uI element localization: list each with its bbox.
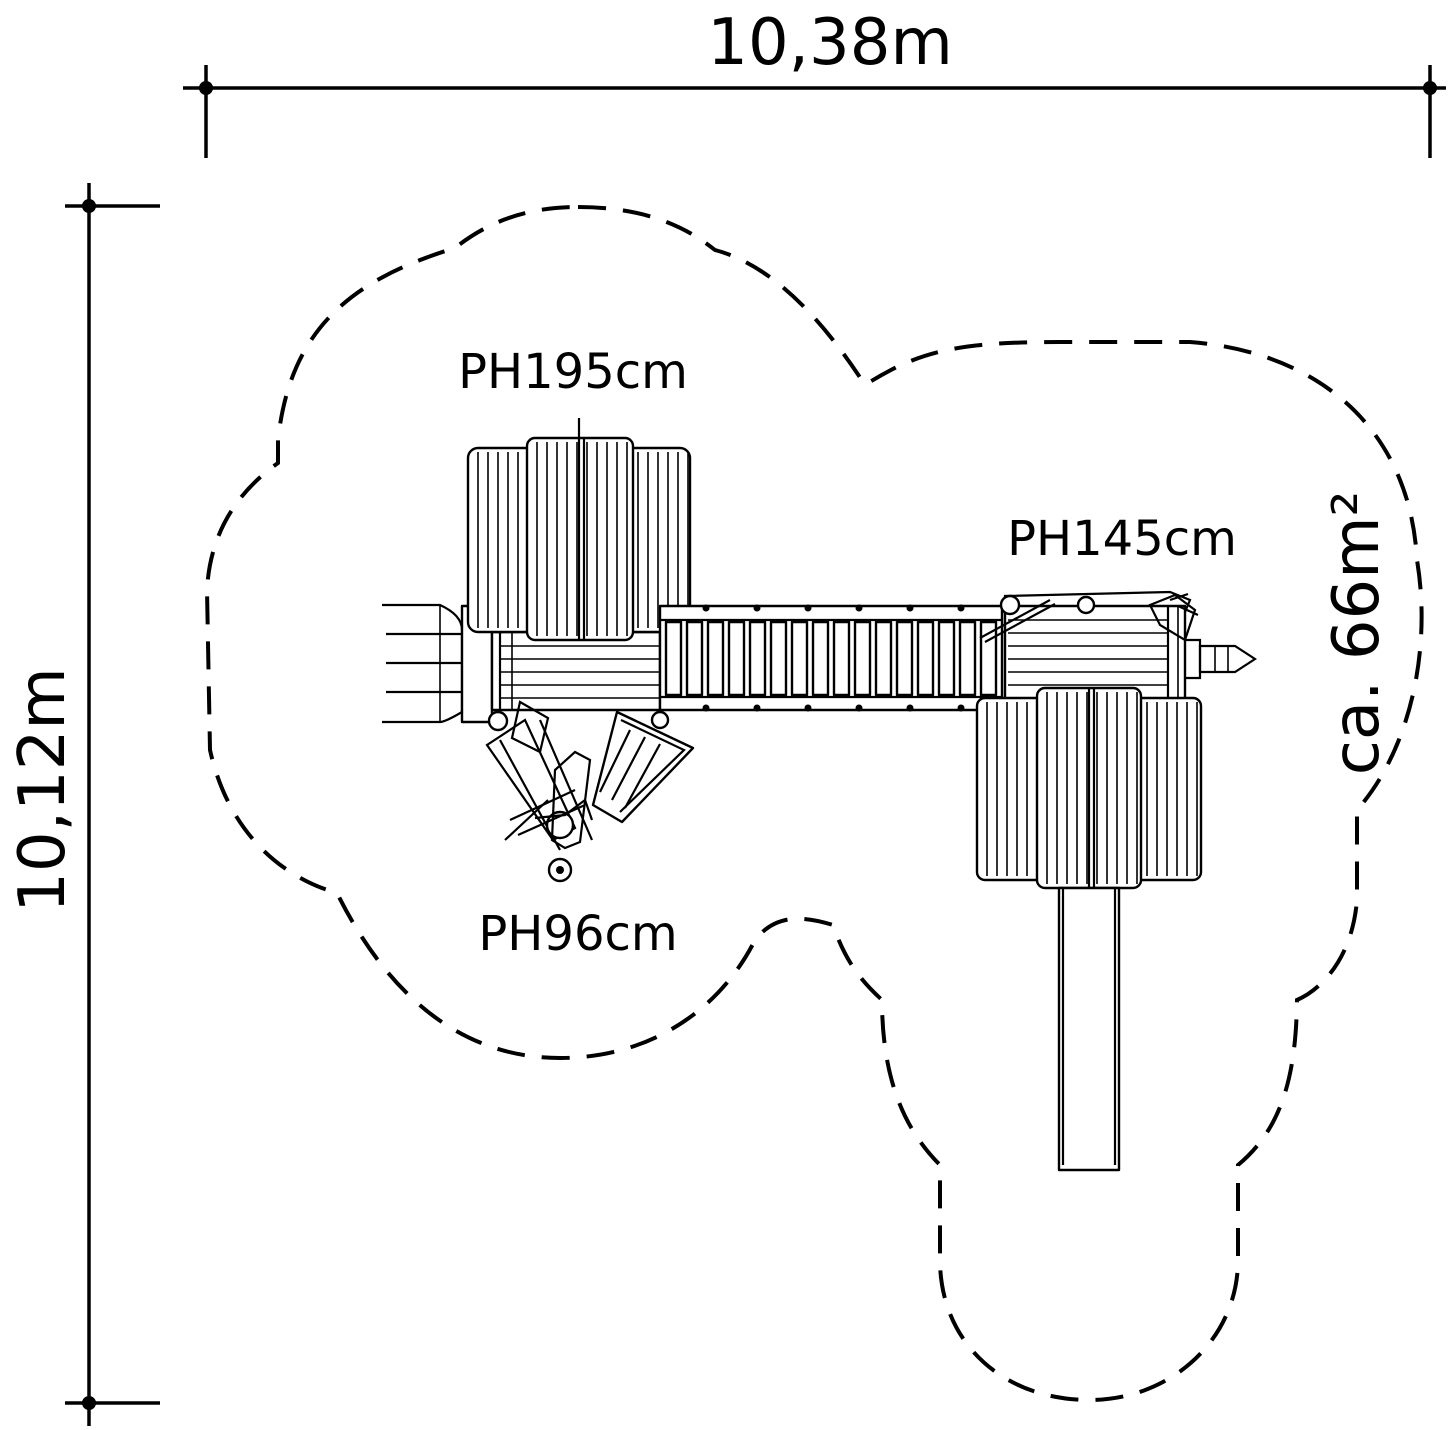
platform-label-ph96: PH96cm xyxy=(478,906,677,962)
safety-zone-outline xyxy=(204,204,1424,1403)
height-dimension: 10,12m xyxy=(6,183,160,1426)
height-label: 10,12m xyxy=(6,667,80,913)
tower-ph145 xyxy=(975,590,1258,890)
platform-label-ph195: PH195cm xyxy=(458,344,688,400)
width-label: 10,38m xyxy=(707,6,953,80)
lower-climbing-equipment xyxy=(485,700,695,883)
rope-bridge xyxy=(658,604,1004,712)
area-label: ca. 66m² xyxy=(1320,491,1394,776)
tower-ph195 xyxy=(466,418,692,712)
slide xyxy=(1057,886,1121,1172)
platform-label-ph145: PH145cm xyxy=(1007,511,1237,567)
width-dimension: 10,38m xyxy=(183,6,1446,158)
